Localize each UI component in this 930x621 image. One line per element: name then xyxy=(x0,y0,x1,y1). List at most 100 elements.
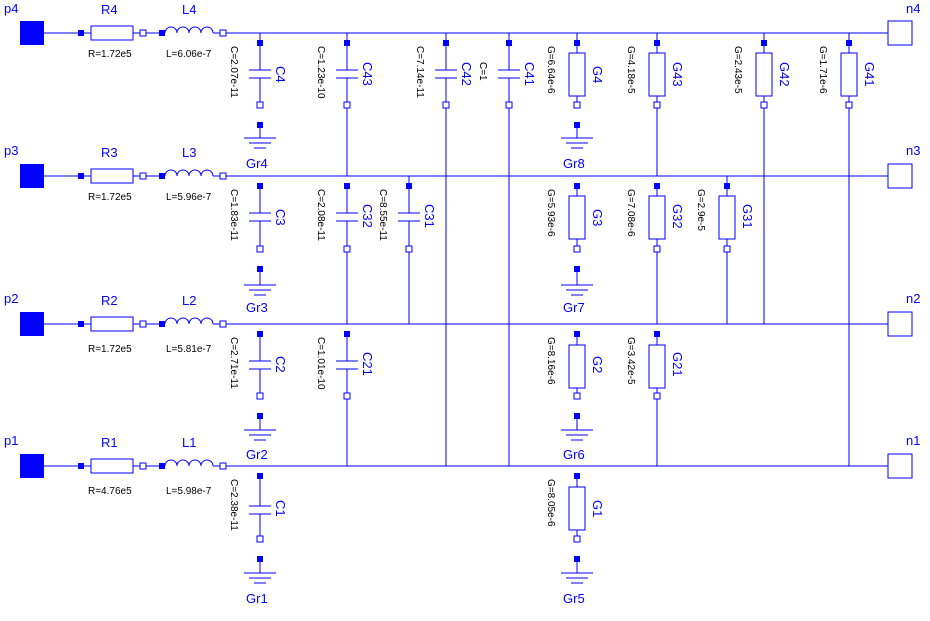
port-n4[interactable] xyxy=(887,20,913,46)
resistor-value-r2: R=1.72e5 xyxy=(88,344,132,355)
ground-gr3 xyxy=(244,284,276,296)
coupling-conductances: G43 G=4.18e-5 G32 G=7.08e-6 G21 G=3.42e-… xyxy=(625,33,877,466)
ground-label-gr1: Gr1 xyxy=(246,591,268,606)
conductance-value-g41: G=1.71e-6 xyxy=(817,46,828,94)
conductance-name-g32: G32 xyxy=(670,204,685,229)
inductor-l4[interactable] xyxy=(164,26,214,34)
port-label-n1: n1 xyxy=(906,433,920,448)
conductance-name-g4: G4 xyxy=(590,66,605,83)
ground-label-gr2: Gr2 xyxy=(246,447,268,462)
conductance-g41[interactable] xyxy=(840,52,858,97)
resistor-name-r1: R1 xyxy=(101,435,118,450)
conductance-g43[interactable] xyxy=(648,52,666,97)
ground-label-gr3: Gr3 xyxy=(246,300,268,315)
conductance-value-g42: G=2.43e-5 xyxy=(732,46,743,94)
ground-label-gr6: Gr6 xyxy=(563,447,585,462)
capacitor-name-c21: C21 xyxy=(360,352,375,376)
ground-label-gr5: Gr5 xyxy=(563,591,585,606)
shunt-conductances: G4 G=6.64e-6 G3 G=5.93e-6 G2 G=8.16e-6 G… xyxy=(545,33,605,573)
resistor-name-r3: R3 xyxy=(101,145,118,160)
ground-gr1 xyxy=(244,572,276,584)
capacitor-value-c42: C=7.14e-11 xyxy=(414,46,425,98)
resistor-r2[interactable] xyxy=(90,316,134,332)
conductance-value-g2: G=8.16e-6 xyxy=(545,337,556,385)
capacitor-name-c42: C42 xyxy=(459,62,474,86)
ground-gr7 xyxy=(561,284,593,296)
inductor-value-l1: L=5.98e-7 xyxy=(166,486,212,497)
inductor-name-l4: L4 xyxy=(182,2,196,17)
inductor-name-l2: L2 xyxy=(182,293,196,308)
conductance-g3[interactable] xyxy=(568,195,586,240)
conductance-name-g21: G21 xyxy=(670,352,685,377)
ground-gr6 xyxy=(561,429,593,441)
series-elements: R4 R=1.72e5 L4 L=6.06e-7 R3 R=1.72e5 L3 … xyxy=(78,2,227,497)
capacitor-value-c3: C=1.83e-11 xyxy=(228,189,239,241)
port-label-p4: p4 xyxy=(4,1,18,16)
inductor-value-l2: L=5.81e-7 xyxy=(166,344,212,355)
conductance-g32[interactable] xyxy=(648,195,666,240)
capacitor-name-c31: C31 xyxy=(422,204,437,228)
conductance-value-g1: G=8.05e-6 xyxy=(545,479,556,527)
conductance-g2[interactable] xyxy=(568,344,586,389)
resistor-name-r2: R2 xyxy=(101,293,118,308)
capacitor-name-c2: C2 xyxy=(273,356,288,373)
inductor-name-l1: L1 xyxy=(182,435,196,450)
port-label-n3: n3 xyxy=(906,143,920,158)
capacitor-name-c43: C43 xyxy=(360,62,375,86)
inductor-value-l4: L=6.06e-7 xyxy=(166,49,212,60)
right-ports: n4 n3 n2 n1 xyxy=(887,1,920,479)
port-n3[interactable] xyxy=(887,163,913,189)
conductance-value-g4: G=6.64e-6 xyxy=(545,46,556,94)
left-ports: p4 p3 p2 p1 xyxy=(4,1,44,478)
resistor-name-r4: R4 xyxy=(101,2,118,17)
conductance-value-g32: G=7.08e-6 xyxy=(625,189,636,237)
port-label-n2: n2 xyxy=(906,291,920,306)
capacitor-value-c1: C=2.38e-11 xyxy=(228,479,239,531)
conductance-name-g3: G3 xyxy=(590,209,605,226)
inductor-value-l3: L=5.96e-7 xyxy=(166,192,212,203)
capacitor-name-c3: C3 xyxy=(273,209,288,226)
port-label-p3: p3 xyxy=(4,143,18,158)
inductor-l1[interactable] xyxy=(164,459,214,467)
conductance-g31[interactable] xyxy=(718,195,736,240)
capacitor-name-c1: C1 xyxy=(273,500,288,517)
ground-gr5 xyxy=(561,572,593,584)
coupling-capacitors: C43 C=1.23e-10 C32 C=2.08e-11 C21 C=1.01… xyxy=(315,33,537,466)
conductance-g21[interactable] xyxy=(648,344,666,389)
ground-label-gr4: Gr4 xyxy=(246,156,268,171)
port-p1[interactable] xyxy=(20,454,44,478)
conductance-g42[interactable] xyxy=(755,52,773,97)
resistor-value-r1: R=4.76e5 xyxy=(88,486,132,497)
resistor-r3[interactable] xyxy=(90,168,134,184)
resistor-r4[interactable] xyxy=(90,25,134,41)
conductance-name-g41: G41 xyxy=(862,62,877,87)
capacitor-value-c2: C=2.71e-11 xyxy=(228,337,239,389)
conductance-value-g31: G=2.9e-5 xyxy=(695,189,706,231)
ground-label-gr7: Gr7 xyxy=(563,300,585,315)
capacitor-value-c43: C=1.23e-10 xyxy=(315,46,326,99)
conductance-g4[interactable] xyxy=(568,52,586,97)
resistor-r1[interactable] xyxy=(90,458,134,474)
shunt-capacitors: C4 C=2.07e-11 C3 C=1.83e-11 C2 C=2.71e-1… xyxy=(228,33,288,573)
capacitor-name-c4: C4 xyxy=(273,66,288,83)
port-p4[interactable] xyxy=(20,21,44,45)
ground-gr2 xyxy=(244,429,276,441)
capacitor-value-c4: C=2.07e-11 xyxy=(228,46,239,98)
inductor-l3[interactable] xyxy=(164,169,214,177)
conductance-g1[interactable] xyxy=(568,486,586,531)
inductor-name-l3: L3 xyxy=(182,145,196,160)
conductance-value-g3: G=5.93e-6 xyxy=(545,189,556,237)
inductor-l2[interactable] xyxy=(164,317,214,325)
capacitor-value-c21: C=1.01e-10 xyxy=(315,337,326,390)
capacitor-value-c32: C=2.08e-11 xyxy=(315,189,326,241)
conductance-value-g21: G=3.42e-5 xyxy=(625,337,636,385)
port-p2[interactable] xyxy=(20,312,44,336)
port-p3[interactable] xyxy=(20,164,44,188)
ground-gr8 xyxy=(561,137,593,149)
port-label-p2: p2 xyxy=(4,291,18,306)
conductance-name-g2: G2 xyxy=(590,356,605,373)
conductance-name-g42: G42 xyxy=(777,62,792,87)
port-n2[interactable] xyxy=(887,311,913,337)
port-n1[interactable] xyxy=(887,453,913,479)
